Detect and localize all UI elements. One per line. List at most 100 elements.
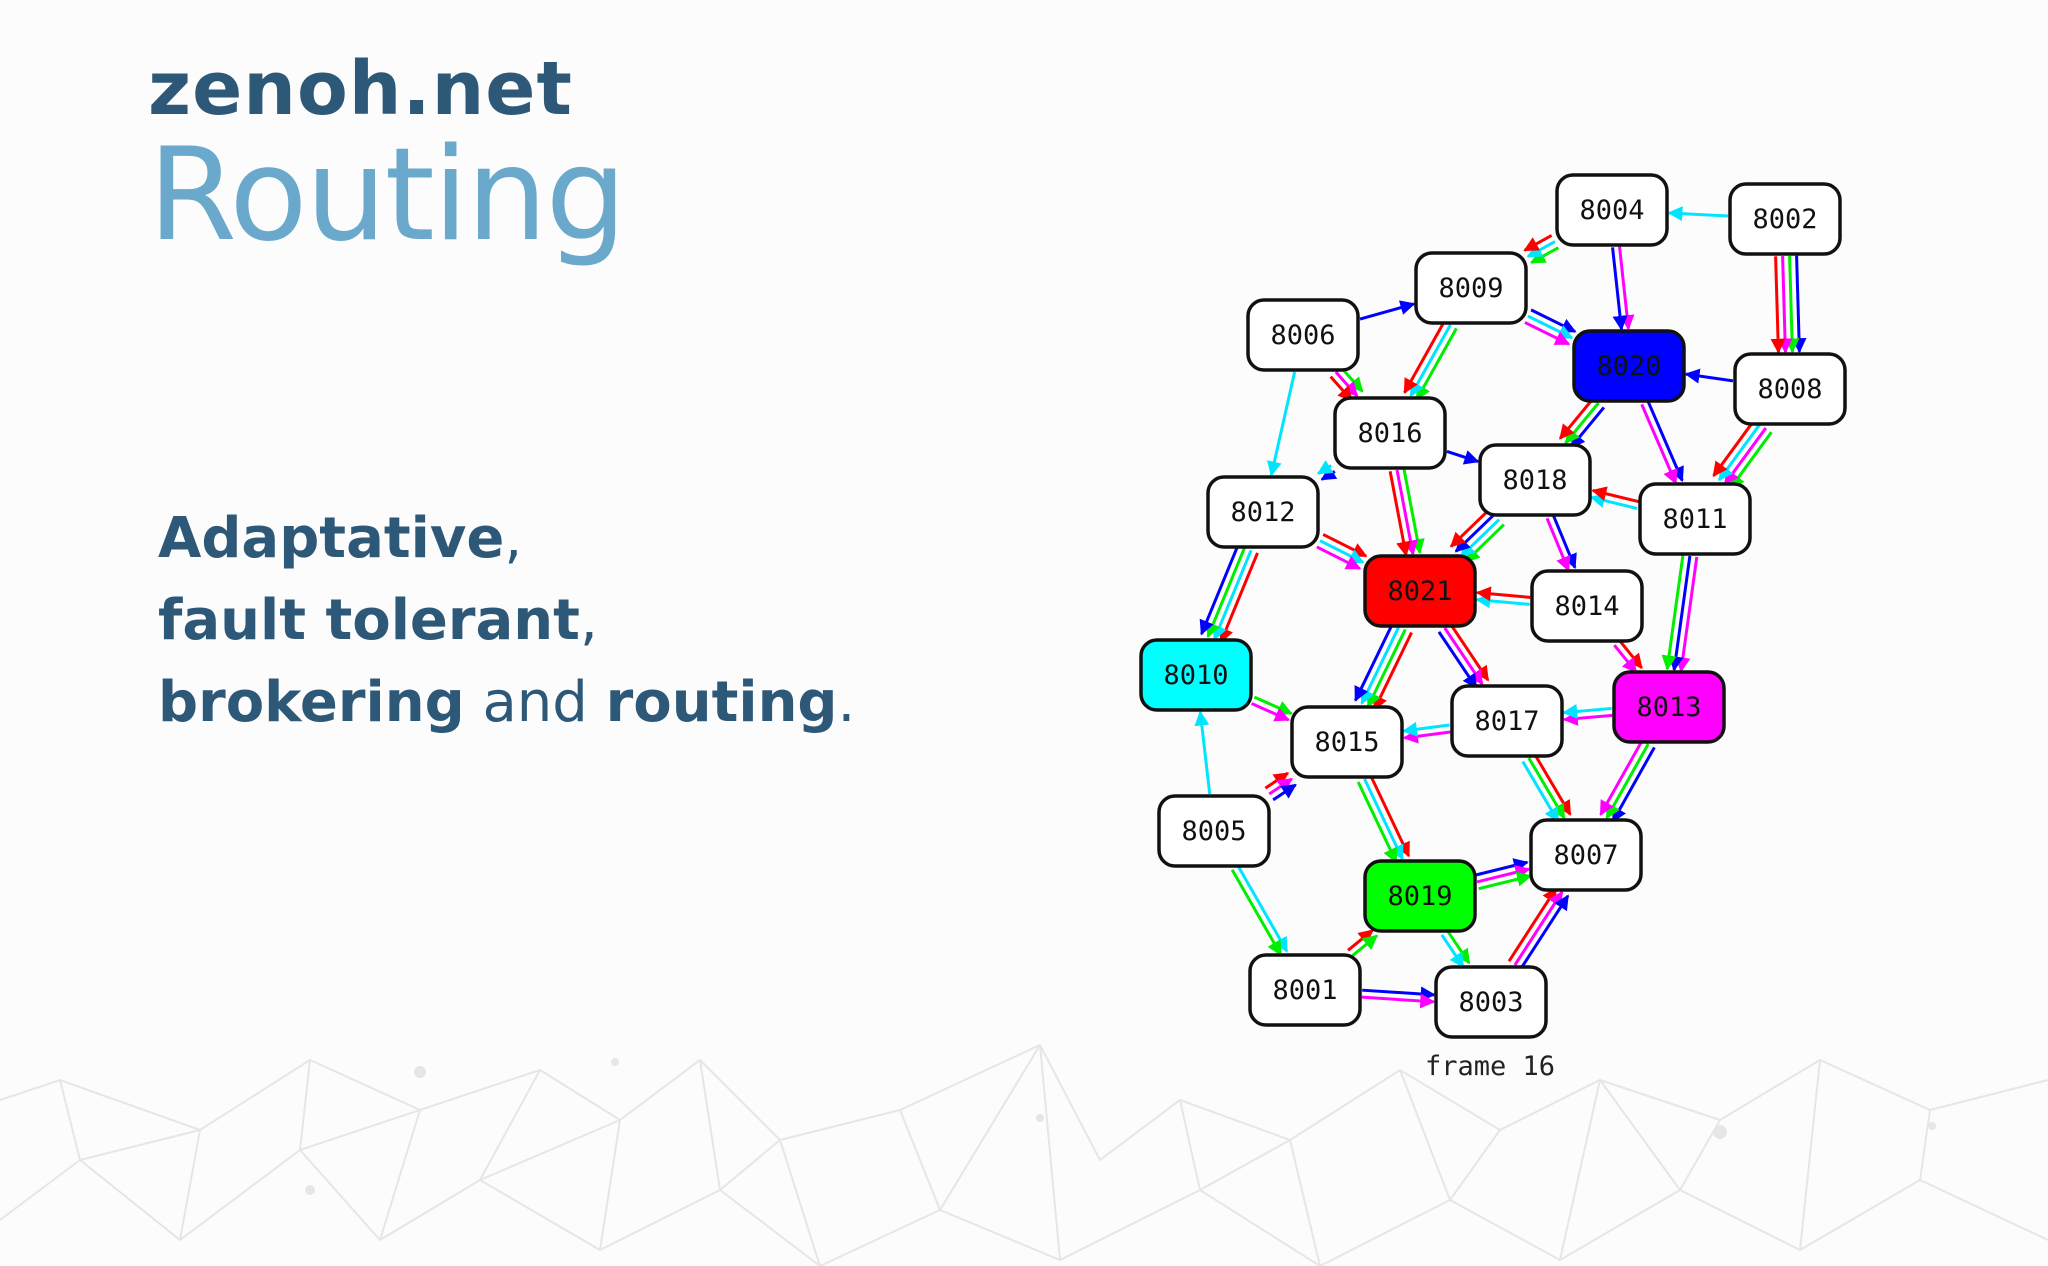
edge-8018-8021 — [1449, 508, 1491, 548]
edge-8003-8007 — [1507, 886, 1558, 963]
node-8006: 8006 — [1246, 298, 1360, 372]
edge-8001-8003 — [1361, 993, 1436, 1009]
node-label: 8005 — [1181, 816, 1246, 847]
node-box — [1363, 859, 1477, 933]
edge-8015-8019 — [1363, 778, 1404, 861]
node-label: 8019 — [1387, 881, 1452, 912]
edge-8009-8016 — [1403, 320, 1446, 394]
node-box — [1248, 953, 1362, 1027]
node-box — [1450, 684, 1564, 758]
node-label: 8010 — [1163, 660, 1228, 691]
edge-8020-8018 — [1564, 402, 1600, 445]
edge-8018-8021 — [1464, 523, 1506, 563]
edge-8019-8007 — [1474, 858, 1529, 877]
edge-8015-8019 — [1356, 781, 1398, 864]
edge-8009-8016 — [1409, 324, 1452, 398]
edge-8012-8010 — [1212, 549, 1253, 641]
node-box — [1478, 443, 1592, 517]
edge-8002-8008 — [1770, 256, 1786, 354]
edge-8021-8015 — [1360, 625, 1401, 705]
node-box — [1530, 569, 1644, 643]
edge-8020-8011 — [1640, 403, 1678, 485]
node-8007: 8007 — [1529, 818, 1643, 892]
edge-8020-8018 — [1558, 397, 1595, 440]
edge-8014-8013 — [1613, 644, 1638, 674]
edge-8004-8020 — [1611, 247, 1628, 331]
node-8021: 8021 — [1363, 554, 1477, 628]
node-label: 8003 — [1458, 987, 1523, 1018]
node-box — [1414, 251, 1528, 325]
edge-8002-8008 — [1784, 255, 1800, 354]
edge-8005-8015 — [1264, 771, 1290, 790]
node-8017: 8017 — [1450, 684, 1564, 758]
node-box — [1733, 352, 1847, 426]
tagline-routing: routing — [605, 670, 838, 735]
node-box — [1572, 329, 1686, 403]
edge-8010-8015 — [1250, 702, 1290, 722]
edge-8001-8019 — [1347, 929, 1374, 952]
edge-8021-8017 — [1443, 627, 1484, 686]
edge-8008-8011 — [1718, 423, 1762, 482]
tagline-and: and — [464, 670, 606, 735]
node-label: 8002 — [1752, 204, 1817, 235]
node-box — [1363, 554, 1477, 628]
tagline-comma-1: , — [504, 506, 523, 571]
node-box — [1555, 173, 1669, 247]
node-8015: 8015 — [1290, 705, 1404, 779]
node-8016: 8016 — [1333, 396, 1447, 470]
node-label: 8011 — [1662, 504, 1727, 535]
edge-8009-8016 — [1415, 327, 1458, 401]
node-8020: 8020 — [1572, 329, 1686, 403]
tagline-line-2: fault tolerant, — [158, 580, 855, 662]
tagline-fault-tolerant: fault tolerant — [158, 588, 580, 653]
node-label: 8001 — [1272, 975, 1337, 1006]
edge-8005-8001 — [1230, 868, 1283, 957]
brand-wordmark: zenoh.net — [148, 46, 573, 132]
node-8004: 8004 — [1555, 173, 1669, 247]
edge-8021-8015 — [1354, 622, 1395, 702]
tagline: Adaptative, fault tolerant, brokering an… — [158, 498, 855, 744]
edge-8014-8013 — [1618, 639, 1643, 669]
edge-8003-8007 — [1513, 890, 1564, 966]
edge-8012-8010 — [1199, 544, 1240, 636]
edge-8002-8008 — [1777, 256, 1793, 354]
edge-8018-8014 — [1545, 517, 1571, 572]
node-box — [1246, 298, 1360, 372]
edge-8012-8010 — [1206, 547, 1246, 639]
edge-8016-8012 — [1316, 460, 1334, 475]
node-label: 8021 — [1387, 576, 1452, 607]
node-8008: 8008 — [1733, 352, 1847, 426]
node-box — [1333, 396, 1447, 470]
node-8014: 8014 — [1530, 569, 1644, 643]
edge-8017-8007 — [1533, 753, 1572, 816]
frame-label: frame 16 — [1425, 1051, 1555, 1082]
edge-8017-8007 — [1527, 757, 1566, 820]
node-label: 8006 — [1270, 320, 1335, 351]
node-label: 8007 — [1553, 840, 1618, 871]
node-label: 8020 — [1596, 351, 1661, 382]
node-label: 8014 — [1554, 591, 1619, 622]
tagline-line-3: brokering and routing. — [158, 662, 855, 744]
edge-8001-8019 — [1351, 934, 1379, 957]
edge-8012-8021 — [1316, 545, 1362, 570]
node-label: 8013 — [1636, 692, 1701, 723]
edge-8016-8012 — [1320, 466, 1338, 481]
node-label: 8017 — [1474, 706, 1539, 737]
edge-8021-8015 — [1366, 628, 1407, 708]
edge-8019-8007 — [1476, 865, 1531, 884]
edge-8008-8011 — [1723, 427, 1767, 486]
node-box — [1728, 182, 1842, 256]
node-box — [1529, 818, 1643, 892]
edge-8017-8007 — [1521, 760, 1560, 823]
edge-8015-8019 — [1369, 775, 1411, 858]
node-8003: 8003 — [1434, 965, 1548, 1039]
edge-8019-8007 — [1478, 871, 1533, 891]
node-box — [1157, 794, 1271, 868]
edge-8005-8001 — [1236, 865, 1289, 953]
edge-8011-8013 — [1661, 554, 1685, 671]
logo: zenoh.net Routing — [148, 46, 627, 260]
edges-layer — [1194, 206, 1807, 1009]
edge-8012-8010 — [1219, 552, 1259, 644]
node-label: 8012 — [1230, 497, 1295, 528]
